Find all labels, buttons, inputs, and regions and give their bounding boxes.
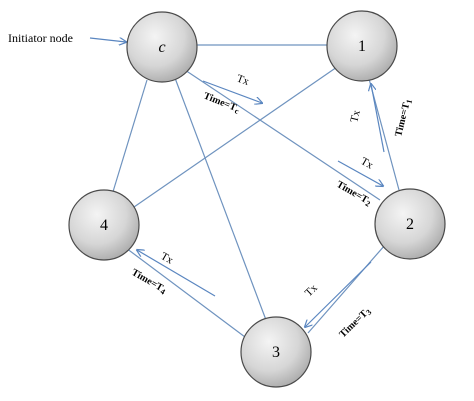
tx-label-3: Tx [303,282,320,299]
edge-2-3 [307,244,386,334]
node-1-circle [326,10,398,82]
node-1: 1 [326,10,398,82]
arrow-2-to-3-path [305,261,372,327]
edge-c-4 [111,79,148,196]
arrow-c-to-1-path [202,80,262,103]
node-c-label: c [158,39,165,56]
node-c: c [126,11,198,83]
node-2: 2 [374,188,446,260]
message-arrows [137,80,385,327]
initiator-label: Initiator node [8,31,73,45]
node-3-label: 3 [272,344,280,361]
edge-c-2 [184,69,381,201]
edge-1-4 [133,66,338,208]
edge-c-3 [174,77,267,321]
arrow-3-to-4-path [137,250,216,297]
node-4: 4 [68,189,140,261]
tx-label-c: Tx [235,73,251,89]
time-label-4: Time=T4 [129,267,168,297]
time-label-2: Time=T2 [334,179,373,209]
initiator-arrow [89,38,126,42]
node-2-label: 2 [406,216,414,233]
edge-3-4 [125,247,246,338]
arrow-2-to-1-path [371,84,385,153]
tx-label-4: Tx [159,250,176,267]
node-3: 3 [240,316,312,388]
node-2-circle [374,188,446,260]
node-c-circle [126,11,198,83]
time-label-1: Time=T1 [393,98,414,138]
arrow-c-to-2-path [337,160,383,186]
node-3-circle [240,316,312,388]
tx-label-1: Tx [348,108,363,123]
node-1-label: 1 [358,38,366,55]
node-4-label: 4 [100,217,108,234]
node-4-circle [68,189,140,261]
tx-label-2: Tx [359,155,376,172]
time-label-3: Time=T3 [337,306,373,341]
